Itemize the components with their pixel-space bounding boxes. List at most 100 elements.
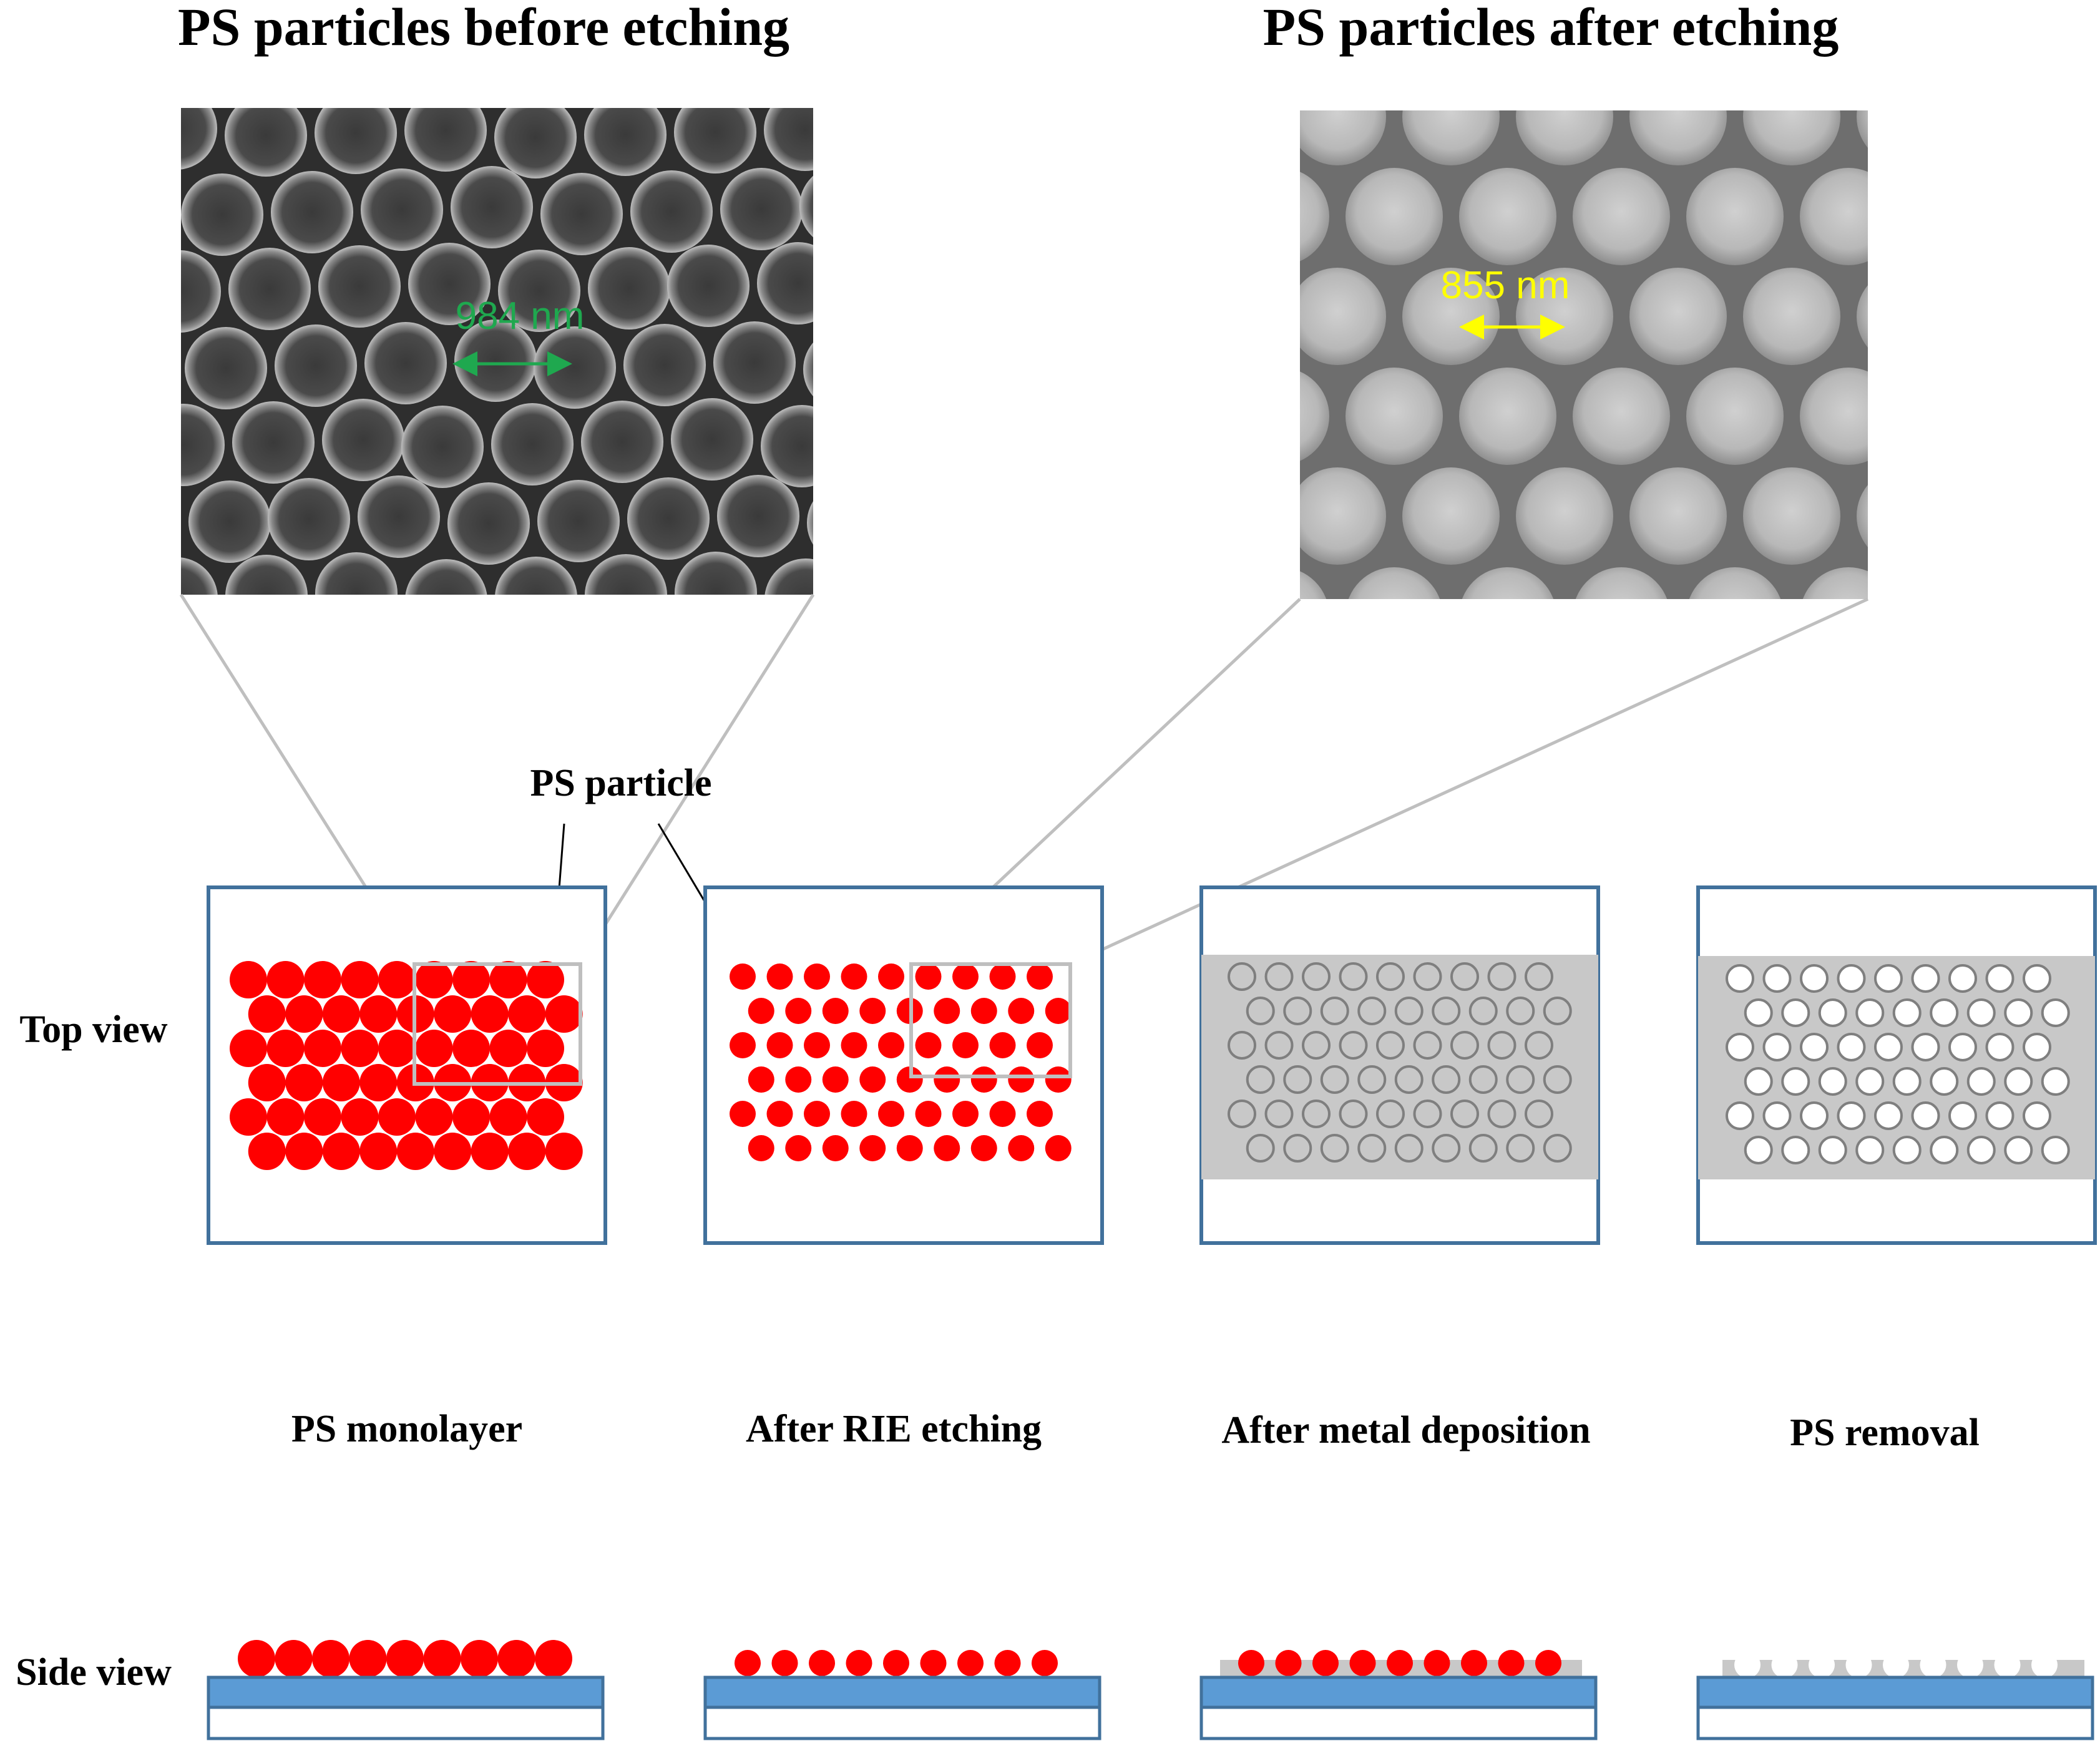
nano-hole-side bbox=[1883, 1652, 1909, 1678]
metal-ring bbox=[1302, 1100, 1331, 1128]
ps-particle bbox=[841, 1101, 867, 1127]
ps-particle bbox=[1008, 1066, 1035, 1093]
sem-particle-after bbox=[2027, 0, 2100, 66]
ps-particle bbox=[952, 1032, 979, 1058]
ps-particle bbox=[266, 1030, 305, 1067]
ps-particle bbox=[766, 1032, 793, 1058]
nano-hole bbox=[2041, 998, 2070, 1027]
ps-particle-label: PS particle bbox=[530, 762, 712, 804]
ps-particle bbox=[878, 963, 904, 990]
metal-ring bbox=[1487, 962, 1516, 991]
side-view-3 bbox=[1199, 1650, 1598, 1740]
ps-particle bbox=[248, 1133, 286, 1170]
ps-particle bbox=[378, 1098, 416, 1136]
ps-particle bbox=[785, 998, 812, 1024]
metal-ring bbox=[1506, 1065, 1535, 1094]
sem-particle-before bbox=[181, 557, 218, 595]
ps-particle bbox=[471, 1133, 509, 1170]
metal-ring bbox=[1228, 1031, 1256, 1060]
ps-particle bbox=[1008, 1135, 1035, 1161]
ps-particle-side bbox=[312, 1640, 349, 1677]
sem-particle-after bbox=[1573, 168, 1670, 265]
metal-ring bbox=[1450, 1031, 1479, 1060]
sem-particle-after bbox=[1300, 172, 1329, 261]
sem-particle-before bbox=[897, 479, 979, 562]
ps-particle-side bbox=[771, 1650, 798, 1676]
sem-particle-before bbox=[181, 250, 221, 333]
ps-particle bbox=[841, 1032, 867, 1058]
ps-particle bbox=[1008, 998, 1035, 1024]
sem-particle-before bbox=[268, 478, 350, 560]
zoom-box-2 bbox=[909, 962, 1072, 1078]
sem-particle-after bbox=[1516, 667, 1613, 764]
sem-particle-before bbox=[498, 250, 580, 332]
sem-particle-after bbox=[1300, 110, 1386, 165]
ps-particle-side bbox=[1349, 1650, 1376, 1676]
ps-particle bbox=[766, 1101, 793, 1127]
sem-particle-before bbox=[364, 322, 447, 404]
ps-particle bbox=[989, 963, 1016, 990]
sem-particle-after bbox=[1300, 571, 1327, 599]
ps-particle bbox=[878, 1101, 904, 1127]
sem-particle-before bbox=[271, 171, 353, 253]
sem-particle-before bbox=[358, 476, 440, 558]
metal-ring bbox=[1264, 1031, 1294, 1060]
nano-hole bbox=[1985, 1101, 2015, 1130]
nano-hole bbox=[1985, 1033, 2015, 1061]
nano-hole bbox=[1911, 1033, 1940, 1061]
sem-particle-before bbox=[361, 629, 444, 711]
nano-hole bbox=[1911, 964, 1940, 993]
nano-hole-side bbox=[1771, 1652, 1798, 1678]
ps-particle bbox=[1027, 963, 1053, 990]
ps-particle bbox=[230, 1098, 267, 1136]
sem-particle-before bbox=[405, 559, 487, 595]
sem-particle-before bbox=[92, 637, 174, 719]
side-view-4 bbox=[1696, 1652, 2094, 1740]
sem-particle-after bbox=[1629, 467, 1727, 565]
sem-particle-after bbox=[1913, 368, 2011, 465]
nano-hole bbox=[1948, 964, 1977, 993]
sem-particle-after bbox=[1970, 467, 2068, 565]
sem-particle-before bbox=[540, 173, 623, 255]
ps-particle-side bbox=[1498, 1650, 1525, 1676]
metal-ring bbox=[1228, 1100, 1256, 1128]
ps-particle-side bbox=[386, 1640, 424, 1677]
sem-particle-before bbox=[537, 480, 620, 562]
nano-hole bbox=[1781, 998, 1810, 1027]
ps-particle bbox=[748, 1066, 774, 1093]
caption-step-3: After metal deposition bbox=[1221, 1409, 1590, 1451]
sem-particle-after bbox=[1402, 667, 1500, 764]
metal-ring bbox=[1432, 997, 1461, 1025]
sem-particle-after bbox=[1800, 368, 1868, 465]
ps-particle bbox=[804, 1032, 830, 1058]
ps-particle bbox=[471, 995, 509, 1033]
nano-hole bbox=[1892, 1136, 1922, 1164]
sem-particle-before bbox=[181, 173, 263, 256]
sem-particle-after bbox=[1516, 110, 1613, 165]
sem-particle-after bbox=[1459, 168, 1556, 265]
nano-hole bbox=[1874, 1033, 1903, 1061]
sem-particle-after bbox=[1175, 467, 1272, 565]
ps-particle bbox=[304, 1098, 341, 1136]
sem-particle-after bbox=[1402, 268, 1500, 365]
sem-particle-after bbox=[1857, 110, 1868, 148]
measure-label-after: 855 nm bbox=[1441, 264, 1570, 307]
metal-ring bbox=[1246, 1134, 1275, 1163]
metal-ring bbox=[1376, 962, 1405, 991]
metal-ring bbox=[1246, 997, 1275, 1025]
ps-particle bbox=[730, 963, 756, 990]
ps-particle bbox=[730, 1032, 756, 1058]
sem-particle-before bbox=[49, 243, 131, 326]
substrate-3 bbox=[1199, 1675, 1598, 1709]
sem-image-before: 984 nm bbox=[49, 108, 979, 719]
metal-ring bbox=[1302, 1031, 1331, 1060]
top-view-panel-3 bbox=[1199, 885, 1600, 1245]
ps-particle bbox=[230, 961, 267, 998]
sem-particle-before bbox=[761, 405, 813, 487]
sem-particle-after bbox=[2027, 168, 2100, 265]
side-view-1 bbox=[207, 1640, 605, 1740]
sem-particle-before bbox=[667, 245, 750, 327]
nano-hole bbox=[1837, 1101, 1866, 1130]
metal-ring bbox=[1543, 997, 1572, 1025]
